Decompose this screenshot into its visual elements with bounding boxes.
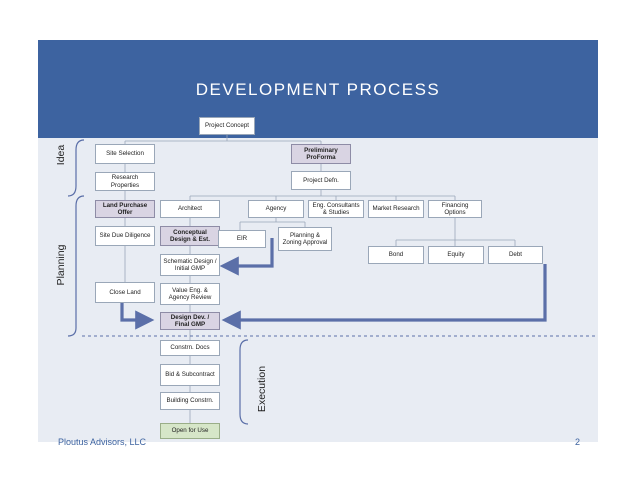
- node-agency: Agency: [248, 200, 304, 218]
- node-conceptual-design: Conceptual Design & Est.: [160, 226, 220, 246]
- node-site-selection: Site Selection: [95, 144, 155, 164]
- node-eir: EIR: [218, 230, 266, 248]
- node-preliminary-proforma: Preliminary ProForma: [291, 144, 351, 164]
- node-bid-subcontract: Bid & Subcontract: [160, 364, 220, 386]
- phase-idea-label: Idea: [55, 144, 67, 166]
- node-research-properties: Research Properties: [95, 172, 155, 191]
- node-open-for-use: Open for Use: [160, 423, 220, 439]
- node-value-eng: Value Eng. & Agency Review: [160, 283, 220, 305]
- node-schematic-design: Schematic Design / Initial GMP: [160, 254, 220, 276]
- phase-execution-label: Execution: [256, 365, 268, 413]
- node-project-concept: Project Concept: [199, 117, 255, 135]
- node-market-research: Market Research: [368, 200, 424, 218]
- node-site-due-diligence: Site Due Diligence: [95, 226, 155, 246]
- node-planning-zoning: Planning & Zoning Approval: [278, 227, 332, 251]
- node-debt: Debt: [488, 246, 543, 264]
- node-eng-consultants: Eng. Consultants & Studies: [308, 200, 364, 218]
- node-constrn-docs: Constrn. Docs: [160, 340, 220, 356]
- node-close-land: Close Land: [95, 282, 155, 303]
- node-design-dev: Design Dev. / Final GMP: [160, 312, 220, 330]
- node-equity: Equity: [428, 246, 484, 264]
- footer-page-number: 2: [575, 437, 581, 447]
- node-bond: Bond: [368, 246, 424, 264]
- node-building-constrn: Building Constrn.: [160, 392, 220, 410]
- slide-title: DEVELOPMENT PROCESS: [195, 80, 441, 99]
- header-band: [38, 40, 598, 138]
- footer-company: Ploutus Advisors, LLC: [58, 437, 147, 447]
- node-architect: Architect: [160, 200, 220, 218]
- phase-planning-label: Planning: [55, 244, 67, 286]
- node-land-purchase-offer: Land Purchase Offer: [95, 200, 155, 218]
- node-project-defn: Project Defn.: [291, 171, 351, 190]
- node-financing-options: Financing Options: [428, 200, 482, 218]
